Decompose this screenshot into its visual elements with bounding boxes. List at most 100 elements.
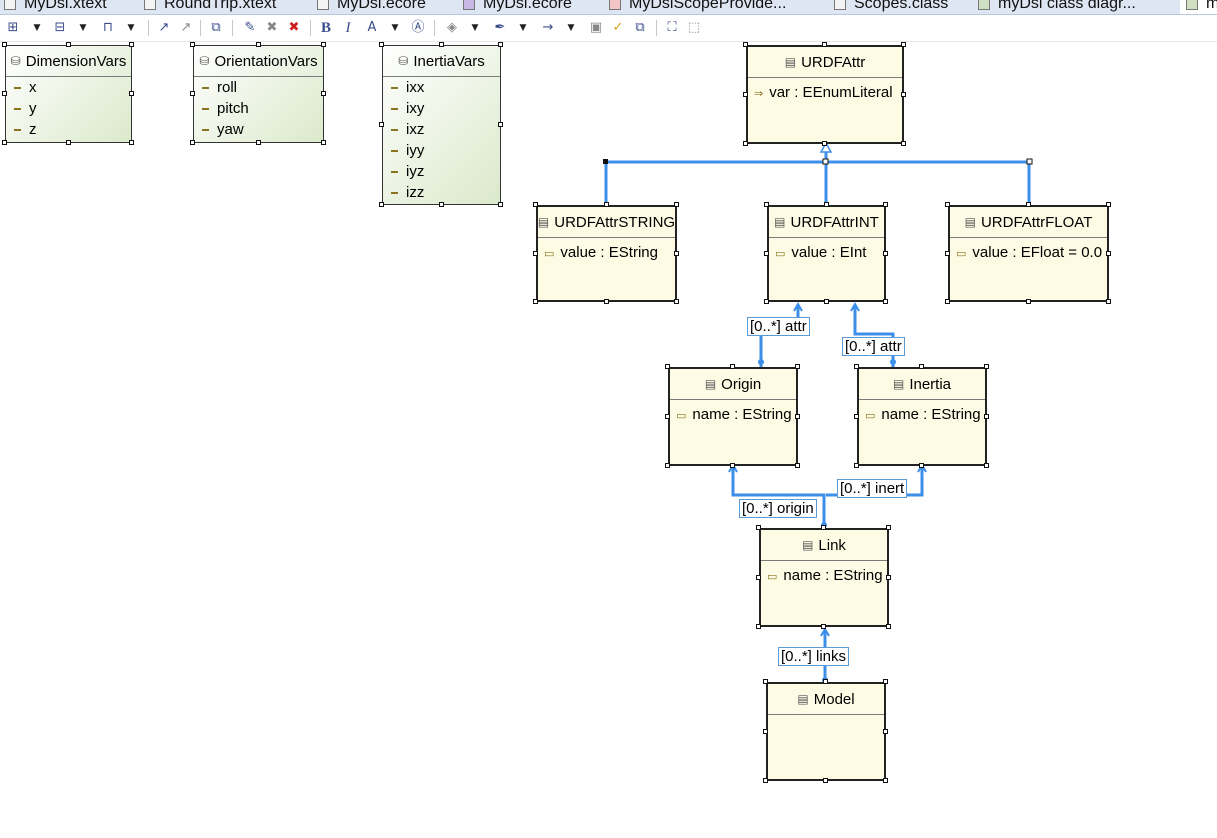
tab-scopes-class[interactable]: Scopes.class [834, 0, 948, 14]
resize-handle[interactable] [821, 525, 826, 530]
resize-handle[interactable] [533, 250, 538, 256]
resize-handle[interactable] [764, 250, 769, 256]
resize-handle[interactable] [665, 364, 670, 369]
resize-handle[interactable] [756, 574, 761, 580]
resize-handle[interactable] [379, 202, 384, 207]
resize-handle[interactable] [438, 42, 444, 47]
resize-handle[interactable] [883, 778, 888, 783]
tab-class-diagram[interactable]: myDsl class diagr... [978, 0, 1136, 14]
resize-handle[interactable] [533, 202, 538, 207]
resize-handle[interactable] [674, 299, 679, 304]
resize-handle[interactable] [321, 91, 326, 96]
fill-color-icon[interactable]: ◈ [447, 20, 457, 35]
resize-handle[interactable] [756, 525, 761, 530]
resize-handle[interactable] [854, 413, 859, 419]
resize-handle[interactable] [190, 91, 195, 96]
resize-handle[interactable] [883, 679, 888, 684]
chevron-down-icon[interactable]: ▼ [519, 23, 527, 33]
class-urdfattrfloat[interactable]: ▤URDFAttrFLOAT ▭value : EFloat = 0.0 [948, 205, 1109, 302]
copy-appearance-icon[interactable]: ⧉ [635, 20, 645, 35]
resize-handle[interactable] [1025, 202, 1031, 207]
resize-handle[interactable] [886, 624, 891, 629]
class-origin[interactable]: ▤Origin ▭name : EString [668, 367, 798, 466]
resize-handle[interactable] [498, 202, 503, 207]
resize-handle[interactable] [1106, 299, 1111, 304]
tab-roundtrip-xtext[interactable]: RoundTrip.xtext [144, 0, 276, 14]
delete-from-model-icon[interactable]: ✖ [288, 20, 300, 35]
line-style-button[interactable]: → [542, 20, 554, 35]
zoom-icon[interactable]: ⬚ [687, 20, 701, 35]
font-color-button[interactable]: A [367, 20, 377, 35]
resize-handle[interactable] [901, 42, 906, 47]
resize-handle[interactable] [255, 140, 261, 145]
resize-handle[interactable] [984, 364, 989, 369]
resize-handle[interactable] [65, 140, 71, 145]
resize-handle[interactable] [901, 141, 906, 146]
enum-inertia-vars[interactable]: ⛁InertiaVars ixx ixy ixz iyy iyz izz [382, 45, 501, 205]
auto-size-icon[interactable]: ✓ [612, 20, 624, 35]
resize-handle[interactable] [498, 122, 503, 127]
class-urdfattr[interactable]: ▤URDFAttr ⇒var : EEnumLiteral [746, 45, 904, 144]
resize-handle[interactable] [823, 679, 828, 684]
origin-attr-reference[interactable] [759, 305, 800, 367]
class-model[interactable]: ▤Model [766, 682, 886, 781]
resize-handle[interactable] [883, 299, 888, 304]
apply-style-icon[interactable]: ▣ [589, 20, 603, 35]
resize-handle[interactable] [129, 42, 134, 47]
resize-handle[interactable] [764, 202, 769, 207]
class-attribute[interactable]: ▭name : EString [767, 567, 883, 584]
pin-icon[interactable]: ↗ [158, 20, 170, 35]
font-style-icon[interactable]: Ⓐ [411, 20, 425, 35]
resize-handle[interactable] [2, 140, 7, 145]
delete-from-diagram-icon[interactable]: ✖ [266, 20, 278, 35]
bold-button[interactable]: B [320, 20, 331, 36]
enum-literal[interactable]: ixx [383, 77, 500, 98]
enum-literal[interactable]: x [6, 77, 131, 98]
arrange-all-icon[interactable]: ⊞ [7, 20, 19, 35]
resize-handle[interactable] [603, 299, 609, 304]
resize-handle[interactable] [822, 42, 827, 47]
chevron-down-icon[interactable]: ▼ [391, 23, 399, 33]
tab-mydsl-ecore-model[interactable]: MyDsl.ecore [463, 0, 572, 14]
link-origin-reference[interactable] [731, 466, 826, 530]
resize-handle[interactable] [438, 202, 444, 207]
generalization-connectors[interactable] [604, 150, 1031, 205]
resize-handle[interactable] [743, 42, 748, 47]
tab-active-diagram[interactable]: m [1180, 0, 1217, 14]
resize-handle[interactable] [2, 42, 7, 47]
resize-handle[interactable] [795, 364, 800, 369]
reference-label-origin-attr[interactable]: [0..*] attr [747, 317, 810, 336]
chevron-down-icon[interactable]: ▼ [567, 23, 575, 33]
resize-handle[interactable] [821, 624, 826, 629]
resize-handle[interactable] [1106, 250, 1111, 256]
resize-handle[interactable] [743, 91, 748, 97]
enum-dimension-vars[interactable]: ⛁DimensionVars x y z [5, 45, 132, 143]
chevron-down-icon[interactable]: ▼ [127, 23, 135, 33]
inertia-attr-reference[interactable] [853, 305, 895, 367]
class-attribute[interactable]: ▭value : EString [544, 244, 658, 261]
enum-literal[interactable]: izz [383, 182, 500, 203]
resize-handle[interactable] [984, 463, 989, 468]
class-attribute[interactable]: ▭value : EInt [775, 244, 867, 261]
resize-handle[interactable] [823, 202, 829, 207]
resize-handle[interactable] [854, 364, 859, 369]
resize-handle[interactable] [730, 364, 735, 369]
enum-literal[interactable]: y [6, 98, 131, 119]
select-all-icon[interactable]: ⛶ [667, 20, 677, 35]
resize-handle[interactable] [533, 299, 538, 304]
class-link[interactable]: ▤Link ▭name : EString [759, 528, 889, 627]
enum-literal[interactable]: iyz [383, 161, 500, 182]
enum-orientation-vars[interactable]: ⛁OrientationVars roll pitch yaw [193, 45, 324, 143]
reference-label-model-links[interactable]: [0..*] links [778, 647, 850, 666]
enum-literal[interactable]: yaw [194, 119, 323, 140]
chevron-down-icon[interactable]: ▼ [471, 23, 479, 33]
resize-handle[interactable] [822, 141, 827, 146]
resize-handle[interactable] [190, 42, 195, 47]
class-urdfattrstring[interactable]: ▤URDFAttrSTRING ▭value : EString [536, 205, 677, 302]
tab-scope-provider[interactable]: MyDslScopeProvide... [609, 0, 786, 14]
enum-literal[interactable]: iyy [383, 140, 500, 161]
reference-label-link-origin[interactable]: [0..*] origin [739, 499, 817, 518]
class-urdfattrint[interactable]: ▤URDFAttrINT ▭value : EInt [767, 205, 886, 302]
resize-handle[interactable] [764, 299, 769, 304]
resize-handle[interactable] [129, 91, 134, 96]
